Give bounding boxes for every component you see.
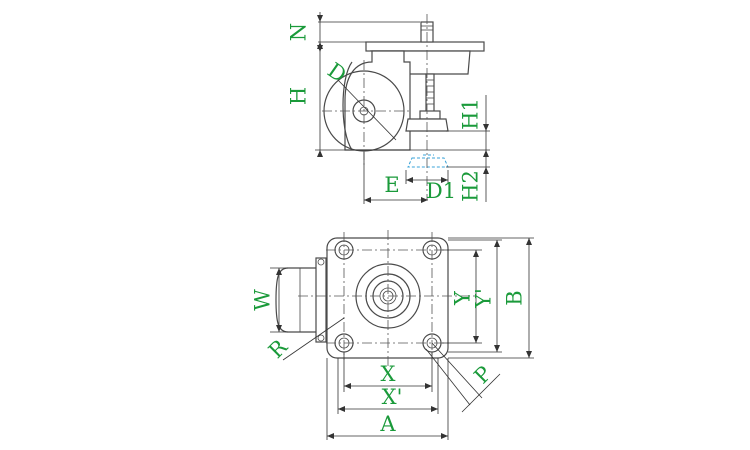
label-e: E (384, 173, 399, 197)
label-w: W (251, 289, 275, 311)
label-n: N (287, 23, 311, 41)
label-x: X (381, 362, 396, 386)
top-wheel (275, 267, 321, 333)
top-view (270, 230, 534, 440)
label-d1: D1 (426, 179, 456, 203)
label-h2: H2 (459, 170, 483, 202)
label-a: A (379, 412, 396, 436)
label-x-prime: X' (382, 385, 403, 409)
label-y-prime: Y' (472, 288, 496, 309)
side-nut (419, 110, 441, 120)
label-h: H (287, 87, 311, 105)
dimension-arrows (276, 15, 532, 439)
top-mounting-plate (326, 237, 449, 359)
side-fork (344, 50, 411, 151)
label-b: B (503, 290, 527, 305)
label-p: P (469, 361, 496, 388)
side-lowered-foot (407, 157, 449, 168)
label-r: R (264, 334, 293, 363)
side-view (315, 12, 490, 204)
side-top-plate (365, 41, 485, 52)
top-fork-side (315, 257, 327, 343)
label-h1: H1 (459, 98, 483, 130)
label-y: Y (451, 290, 475, 306)
